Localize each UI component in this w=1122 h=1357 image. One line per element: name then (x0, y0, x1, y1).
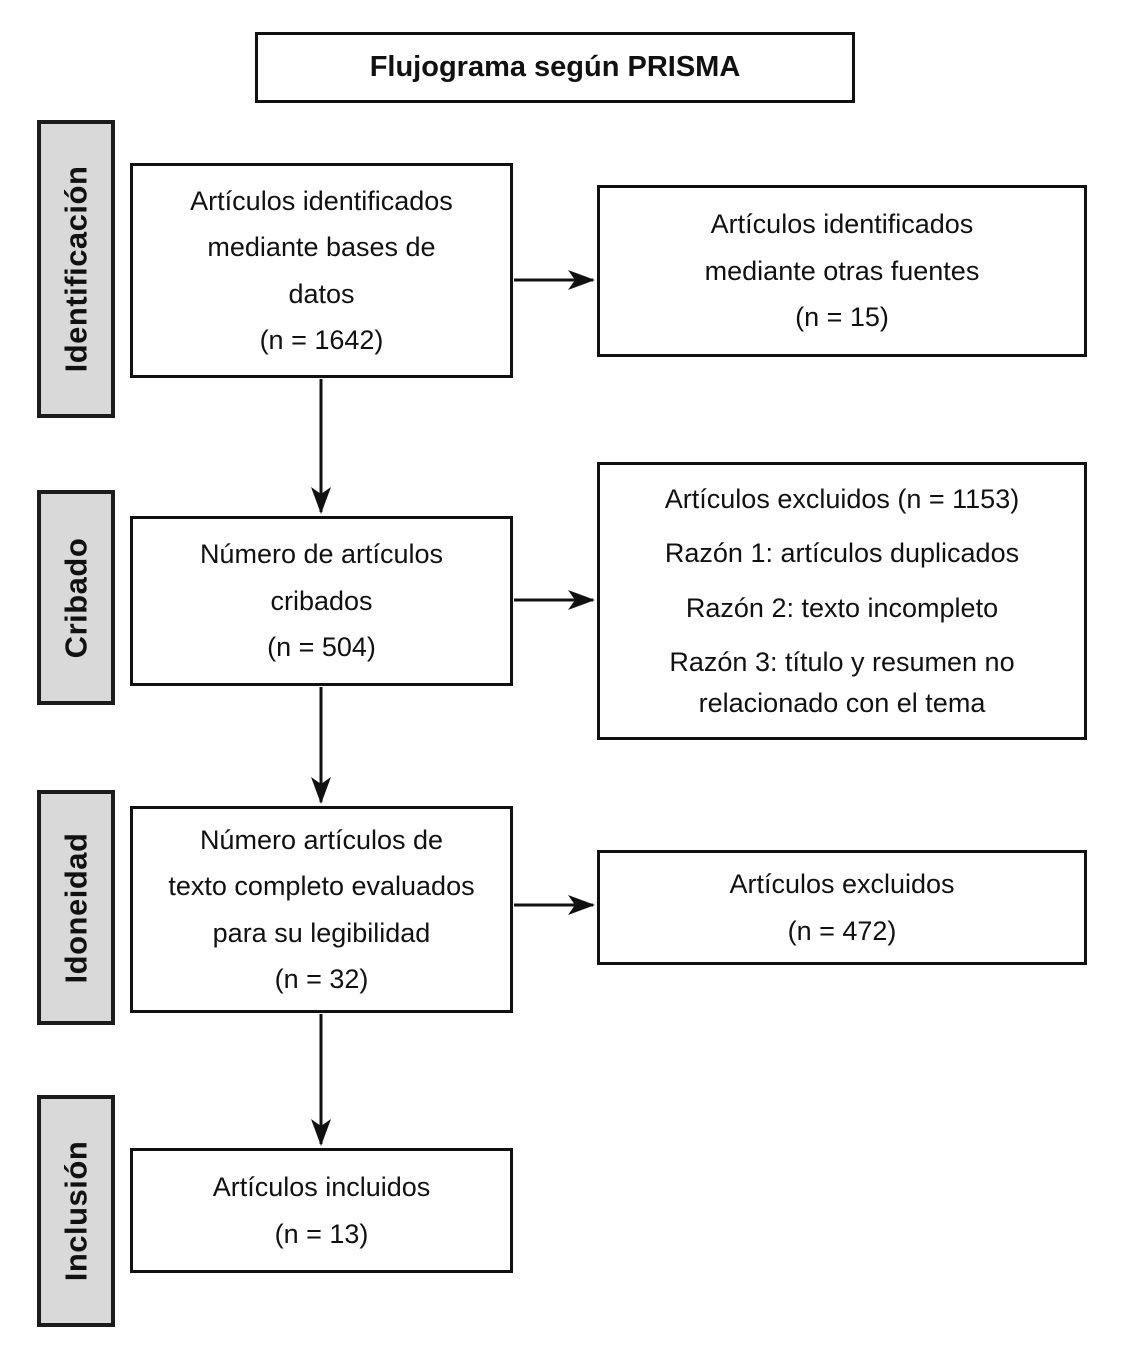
excluded-reason-3: Razón 3: título y resumen no relacionado… (669, 647, 1015, 718)
stage-label-screening: Cribado (37, 490, 115, 705)
excluded-count-line: Artículos excluidos (n = 1153) (664, 483, 1020, 514)
flow-box-fulltext-excluded: Artículos excluidos (n = 472) (597, 850, 1087, 965)
stage-label-eligibility-text: Idoneidad (58, 832, 94, 983)
stage-label-screening-text: Cribado (58, 537, 93, 658)
flow-box-identified-databases: Artículos identificados mediante bases d… (130, 163, 513, 378)
diagram-title: Flujograma según PRISMA (369, 51, 741, 84)
stage-label-inclusion: Inclusión (37, 1095, 115, 1327)
flow-box-fulltext-assessed: Número artículos de texto completo evalu… (130, 806, 513, 1013)
stage-label-eligibility: Idoneidad (37, 790, 115, 1025)
flow-box-screened-text: Número de artículos cribados (n = 504) (199, 539, 444, 663)
flow-box-identified-other-sources: Artículos identificados mediante otras f… (597, 185, 1087, 357)
diagram-title-box: Flujograma según PRISMA (255, 32, 855, 103)
flow-box-identified-other-sources-text: Artículos identificados mediante otras f… (704, 209, 980, 333)
flow-box-fulltext-excluded-text: Artículos excluidos (n = 472) (729, 869, 955, 946)
excluded-reason-2: Razón 2: texto incompleto (685, 592, 999, 623)
flow-box-identified-databases-text: Artículos identificados mediante bases d… (190, 185, 453, 355)
flow-box-fulltext-assessed-text: Número artículos de texto completo evalu… (168, 824, 475, 994)
flow-box-included: Artículos incluidos (n = 13) (130, 1148, 513, 1273)
excluded-reason-1: Razón 1: artículos duplicados (664, 538, 1020, 569)
flow-box-screened: Número de artículos cribados (n = 504) (130, 516, 513, 686)
stage-label-identification-text: Identificación (58, 165, 93, 373)
stage-label-inclusion-text: Inclusión (58, 1140, 94, 1282)
stage-label-identification: Identificación (37, 120, 115, 418)
flow-box-included-text: Artículos incluidos (n = 13) (212, 1172, 431, 1249)
flow-box-excluded-reasons: Artículos excluidos (n = 1153) Razón 1: … (597, 462, 1087, 740)
